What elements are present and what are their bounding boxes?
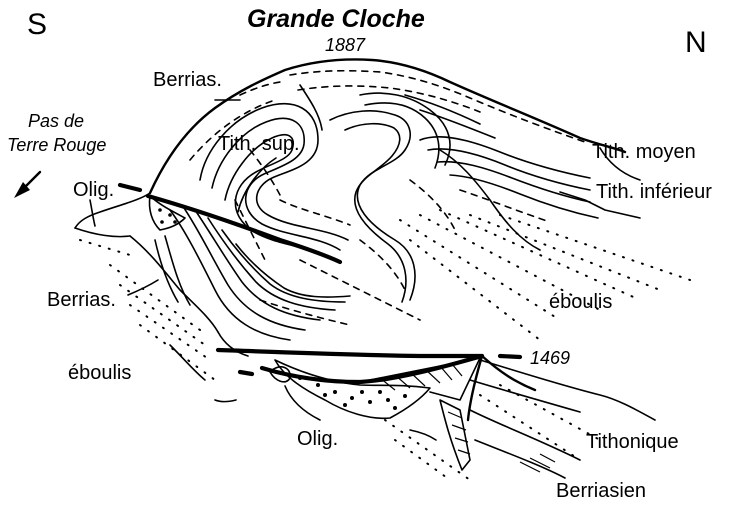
summit-name: Grande Cloche <box>247 5 425 33</box>
fold-layers <box>154 84 599 341</box>
label-berrias-left: Berrias. <box>47 289 116 311</box>
bedding-dashes <box>189 69 586 326</box>
label-leaders <box>89 99 321 421</box>
label-tith-sup: Tith. sup. <box>218 133 300 155</box>
north-label: N <box>685 26 707 59</box>
lower-strata <box>169 344 656 479</box>
label-eboulis-left: éboulis <box>68 362 131 384</box>
label-berrias-top: Berrias. <box>153 69 222 91</box>
label-olig-left: Olig. <box>73 179 114 201</box>
massif-outline <box>74 58 641 357</box>
label-eboulis-right: éboulis <box>549 291 612 313</box>
locality-line2: Terre Rouge <box>7 135 106 155</box>
thrust-faults <box>117 182 537 422</box>
locality-line1: Pas de <box>28 111 84 131</box>
label-tithonique: Tithonique <box>586 431 679 453</box>
label-tith-inferieur: Tith. inférieur <box>596 181 712 203</box>
label-berriasien: Berriasien <box>556 480 646 502</box>
south-label: S <box>27 8 47 41</box>
label-olig-bottom: Olig. <box>297 428 338 450</box>
summit-altitude: 1887 <box>325 35 366 55</box>
direction-arrow <box>14 170 42 198</box>
label-tith-moyen: Tith. moyen <box>592 141 696 163</box>
saddle-altitude: 1469 <box>530 348 570 368</box>
